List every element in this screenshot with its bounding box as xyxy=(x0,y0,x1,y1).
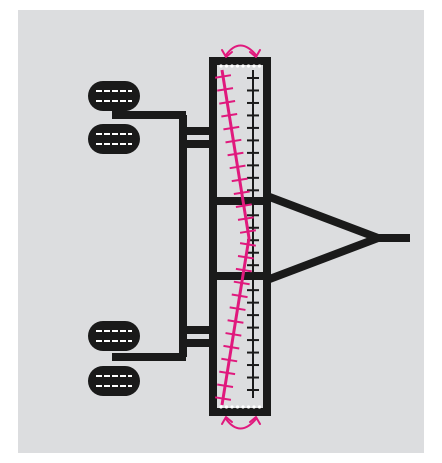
frame-outline xyxy=(209,57,271,416)
magenta-tick xyxy=(233,190,250,196)
magenta-tick xyxy=(239,242,257,247)
strip-dot xyxy=(230,405,234,409)
magenta-tick xyxy=(221,112,238,118)
magenta-tick xyxy=(221,357,238,363)
magenta-tick xyxy=(235,203,252,208)
magenta-angled-bar xyxy=(214,69,257,406)
magenta-tick xyxy=(219,370,236,376)
tire-group xyxy=(88,81,140,396)
strip-dot xyxy=(230,64,234,68)
magenta-tick xyxy=(231,177,248,183)
main-frame xyxy=(209,57,271,416)
strip-dot xyxy=(224,405,229,409)
magenta-tick xyxy=(227,319,244,324)
magenta-tick xyxy=(237,216,254,221)
strip-dot xyxy=(246,64,251,68)
strip-dot xyxy=(257,64,262,68)
strip-dot xyxy=(252,64,256,68)
magenta-tick xyxy=(225,332,242,337)
strip-dot xyxy=(246,405,251,409)
magenta-tick xyxy=(231,293,248,299)
magenta-tick xyxy=(223,125,240,131)
double-arrow-curved-icon xyxy=(221,416,261,430)
tire-icon xyxy=(88,124,140,154)
magenta-tick xyxy=(214,74,232,79)
strip-dot xyxy=(219,405,223,409)
hitch-upper-arm xyxy=(265,192,380,242)
magenta-tick xyxy=(239,229,257,234)
hitch-lower-arm xyxy=(265,234,380,284)
strip-dot xyxy=(241,64,245,68)
top-dot-strip xyxy=(219,64,262,68)
magenta-tick xyxy=(214,396,232,401)
hitch xyxy=(265,192,410,284)
tire-icon xyxy=(88,321,140,351)
magenta-tick xyxy=(233,280,250,286)
tire-icon xyxy=(88,81,140,111)
strip-dot xyxy=(219,64,223,68)
axle-assembly xyxy=(112,111,214,361)
magenta-tick xyxy=(217,383,234,388)
magenta-tick xyxy=(229,164,246,170)
bottom-dot-strip xyxy=(219,405,262,409)
magenta-tick xyxy=(223,344,240,350)
magenta-tick xyxy=(219,100,236,105)
strip-dot xyxy=(252,405,256,409)
strip-dot xyxy=(257,405,262,409)
magenta-tick xyxy=(225,138,242,144)
tire-icon xyxy=(88,366,140,396)
black-tick-column xyxy=(247,70,259,398)
double-arrow-curved-icon xyxy=(221,44,261,58)
magenta-tick xyxy=(237,255,254,260)
strip-dot xyxy=(235,64,240,68)
strip-dot xyxy=(235,405,240,409)
magenta-spine xyxy=(220,69,251,406)
magenta-tick xyxy=(229,306,246,311)
magenta-tick xyxy=(235,267,252,273)
strip-dot xyxy=(224,64,229,68)
strip-dot xyxy=(241,405,245,409)
magenta-tick xyxy=(217,87,234,92)
magenta-tick xyxy=(227,151,244,157)
